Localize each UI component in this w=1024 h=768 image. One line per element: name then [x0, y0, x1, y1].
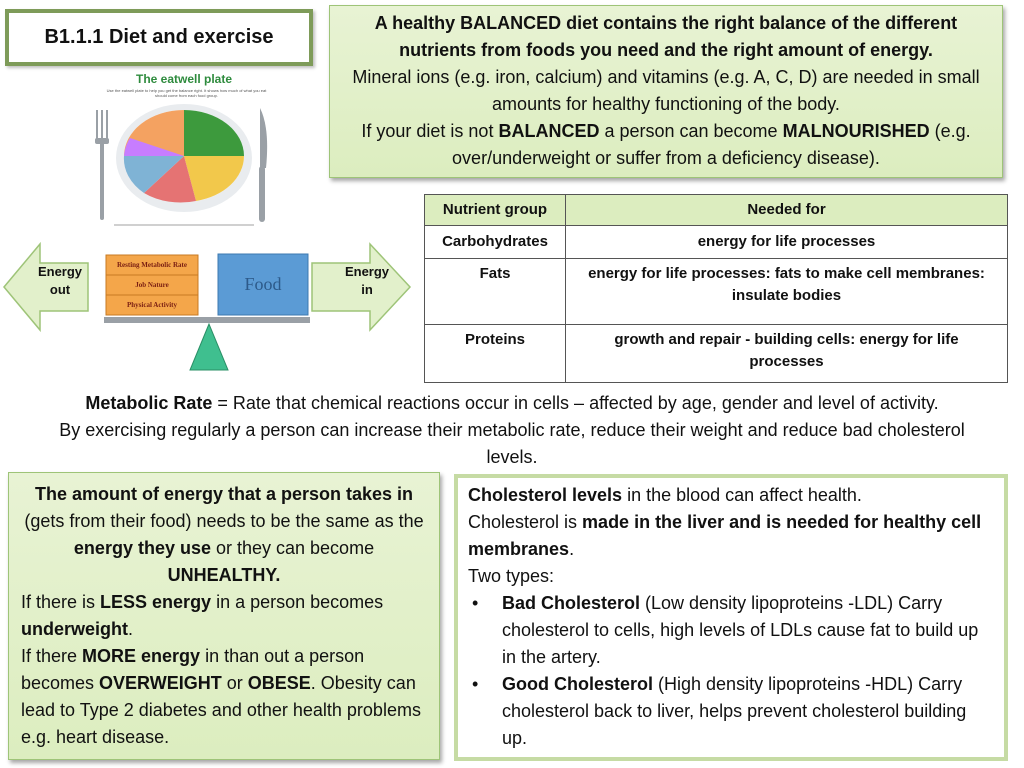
table-header: Needed for	[565, 194, 1008, 226]
eatwell-plate-image: The eatwell plate Use the eatwell plate …	[84, 70, 284, 238]
energy-in-arrow-icon	[311, 242, 412, 332]
energy-balance-scale	[3, 241, 412, 371]
table-cell: growth and repair - building cells: ener…	[565, 324, 1008, 383]
table-header-row: Nutrient group Needed for	[424, 194, 1008, 226]
energy-balance-box: The amount of energy that a person takes…	[8, 472, 440, 760]
scale-stack-labels: Resting Metabolic Rate Job Nature Physic…	[106, 255, 198, 315]
metabolic-definition: Metabolic Rate = Rate that chemical reac…	[85, 393, 939, 413]
table-cell: Carbohydrates	[424, 225, 566, 259]
table-cell: Proteins	[424, 324, 566, 383]
underweight-statement: If there is LESS energy in a person beco…	[21, 592, 384, 639]
intro-line-1: A healthy BALANCED diet contains the rig…	[374, 13, 958, 60]
intro-line-3: If your diet is not BALANCED a person ca…	[361, 121, 971, 168]
physical-activity-label: Physical Activity	[127, 301, 177, 309]
table-row: Fats energy for life processes: fats to …	[424, 258, 1008, 325]
food-label: Food	[244, 274, 282, 294]
energy-statement: The amount of energy that a person takes…	[24, 484, 424, 585]
job-nature-label: Job Nature	[135, 281, 169, 289]
intro-box: A healthy BALANCED diet contains the rig…	[329, 5, 1003, 178]
list-item: •Bad Cholesterol (Low density lipoprotei…	[468, 590, 994, 671]
table-cell: energy for life processes: fats to make …	[565, 258, 1008, 325]
plate-icon	[95, 104, 268, 226]
list-item: •Good Cholesterol (High density lipoprot…	[468, 671, 994, 752]
bullet-icon: •	[472, 593, 479, 613]
bullet-icon: •	[472, 674, 479, 694]
cholesterol-types-list: •Bad Cholesterol (Low density lipoprotei…	[468, 590, 994, 752]
overweight-statement: If there MORE energy in than out a perso…	[21, 646, 421, 747]
cholesterol-box: Cholesterol levels in the blood can affe…	[454, 474, 1008, 761]
resting-metabolic-rate-label: Resting Metabolic Rate	[117, 261, 187, 269]
table-row: Proteins growth and repair - building ce…	[424, 324, 1008, 383]
metabolic-exercise: By exercising regularly a person can inc…	[59, 420, 965, 467]
table-cell: energy for life processes	[565, 225, 1008, 259]
table-row: Carbohydrates energy for life processes	[424, 225, 1008, 259]
intro-line-2: Mineral ions (e.g. iron, calcium) and vi…	[352, 67, 980, 114]
cholesterol-origin: Cholesterol is made in the liver and is …	[468, 512, 982, 559]
page-title: B1.1.1 Diet and exercise	[5, 9, 313, 66]
metabolic-rate-text: Metabolic Rate = Rate that chemical reac…	[10, 390, 1014, 471]
cholesterol-intro: Cholesterol levels in the blood can affe…	[468, 485, 862, 505]
eatwell-caption: Use the eatwell plate to help you get th…	[106, 88, 267, 98]
table-cell: Fats	[424, 258, 566, 325]
table-header: Nutrient group	[424, 194, 566, 226]
energy-out-arrow-icon	[3, 241, 89, 333]
nutrient-table: Nutrient group Needed for Carbohydrates …	[424, 194, 1008, 383]
eatwell-heading: The eatwell plate	[135, 72, 233, 86]
cholesterol-types-heading: Two types:	[468, 566, 555, 586]
